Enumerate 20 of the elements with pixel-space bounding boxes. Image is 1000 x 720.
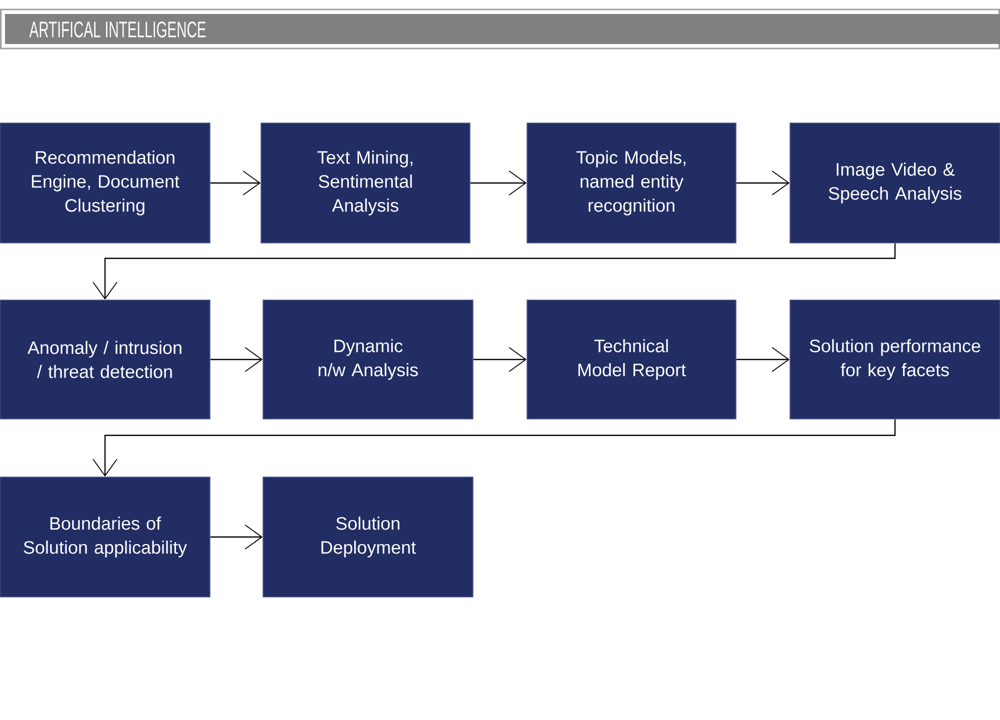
process-box: Solution performance for key facets: [790, 300, 1000, 420]
arrow: [736, 347, 790, 372]
process-box: Dynamic n/w Analysis: [262, 300, 474, 420]
arrow: [736, 170, 790, 196]
process-box: Boundaries of Solution applicability: [0, 476, 210, 598]
arrow: [210, 524, 263, 550]
process-box: Recommendation Engine, Document Clustering: [0, 122, 210, 244]
arrow: [473, 347, 527, 372]
process-box: Technical Model Report: [526, 300, 736, 420]
title-banner: ARTIFICAL INTELLIGENCE: [0, 8, 1000, 50]
arrow: [210, 347, 263, 372]
process-box: Solution Deployment: [262, 476, 474, 598]
process-box: Text Mining, Sentimental Analysis: [260, 122, 470, 244]
process-box: Image Video & Speech Analysis: [790, 122, 1000, 244]
process-box: Anomaly / intrusion / threat detection: [0, 300, 210, 420]
arrow: [92, 419, 896, 477]
arrow: [470, 170, 527, 196]
arrow: [210, 170, 261, 196]
arrow: [92, 243, 896, 300]
process-box: Topic Models, named entity recognition: [526, 122, 736, 244]
